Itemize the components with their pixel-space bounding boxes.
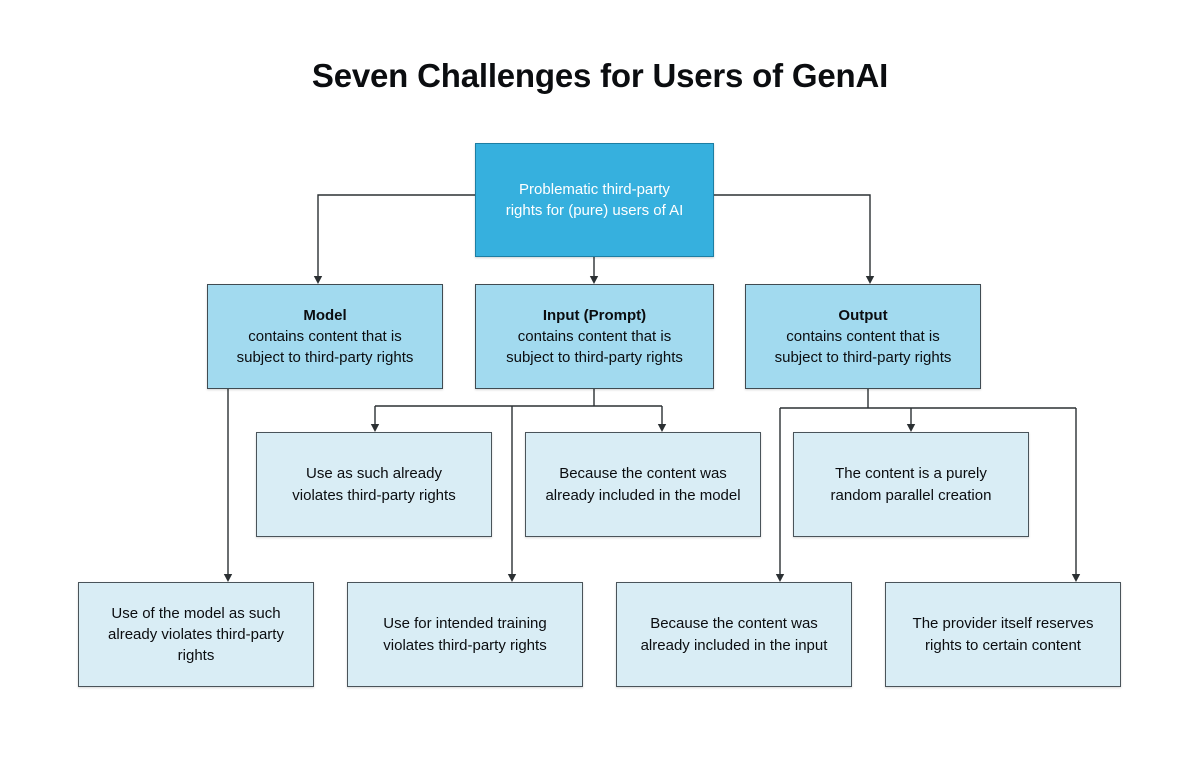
node-line: already included in the input <box>640 636 828 654</box>
node-line: violates third-party rights <box>292 486 456 504</box>
node-title: Model <box>303 306 347 324</box>
node-line: Use for intended training <box>383 615 547 633</box>
node-random-parallel-creation[interactable]: The content is a purely random parallel … <box>793 432 1029 537</box>
node-line: Because the content was <box>650 615 818 633</box>
node-content-already-in-model[interactable]: Because the content was already included… <box>525 432 761 537</box>
node-use-as-such-violates[interactable]: Use as such already violates third-party… <box>256 432 492 537</box>
node-content-already-in-input[interactable]: Because the content was already included… <box>616 582 852 687</box>
node-line: Use of the model as such <box>111 604 281 622</box>
node-line: contains content that is <box>786 327 940 345</box>
page-title: Seven Challenges for Users of GenAI <box>311 57 889 94</box>
node-model[interactable]: Model contains content that is subject t… <box>207 284 443 389</box>
node-line: violates third-party rights <box>383 636 547 654</box>
node-line: contains content that is <box>517 327 672 345</box>
node-line: subject to third-party rights <box>506 349 683 367</box>
node-line: already violates third-party <box>108 625 284 643</box>
node-input-prompt[interactable]: Input (Prompt) contains content that is … <box>475 284 714 389</box>
node-line: subject to third-party rights <box>236 349 414 367</box>
node-line: subject to third-party rights <box>774 349 952 367</box>
node-output[interactable]: Output contains content that is subject … <box>745 284 981 389</box>
node-line: Problematic third-party <box>519 180 670 198</box>
node-line: contains content that is <box>248 327 402 345</box>
node-line: rights <box>177 647 215 665</box>
node-line: rights to certain content <box>925 636 1081 654</box>
node-line: Use as such already <box>306 465 442 483</box>
node-use-of-model-violates[interactable]: Use of the model as such already violate… <box>78 582 314 687</box>
node-title: Output <box>838 306 888 324</box>
node-line: The content is a purely <box>835 465 987 483</box>
node-provider-reserves-rights[interactable]: The provider itself reserves rights to c… <box>885 582 1121 687</box>
node-intended-training-violates[interactable]: Use for intended training violates third… <box>347 582 583 687</box>
node-line: The provider itself reserves <box>912 615 1094 633</box>
node-line: rights for (pure) users of AI <box>505 202 684 219</box>
node-line: already included in the model <box>545 486 741 504</box>
node-title: Input (Prompt) <box>542 306 647 324</box>
node-problematic-third-party-rights[interactable]: Problematic third-party rights for (pure… <box>475 143 714 257</box>
node-line: Because the content was <box>559 465 727 483</box>
node-line: random parallel creation <box>830 486 992 504</box>
